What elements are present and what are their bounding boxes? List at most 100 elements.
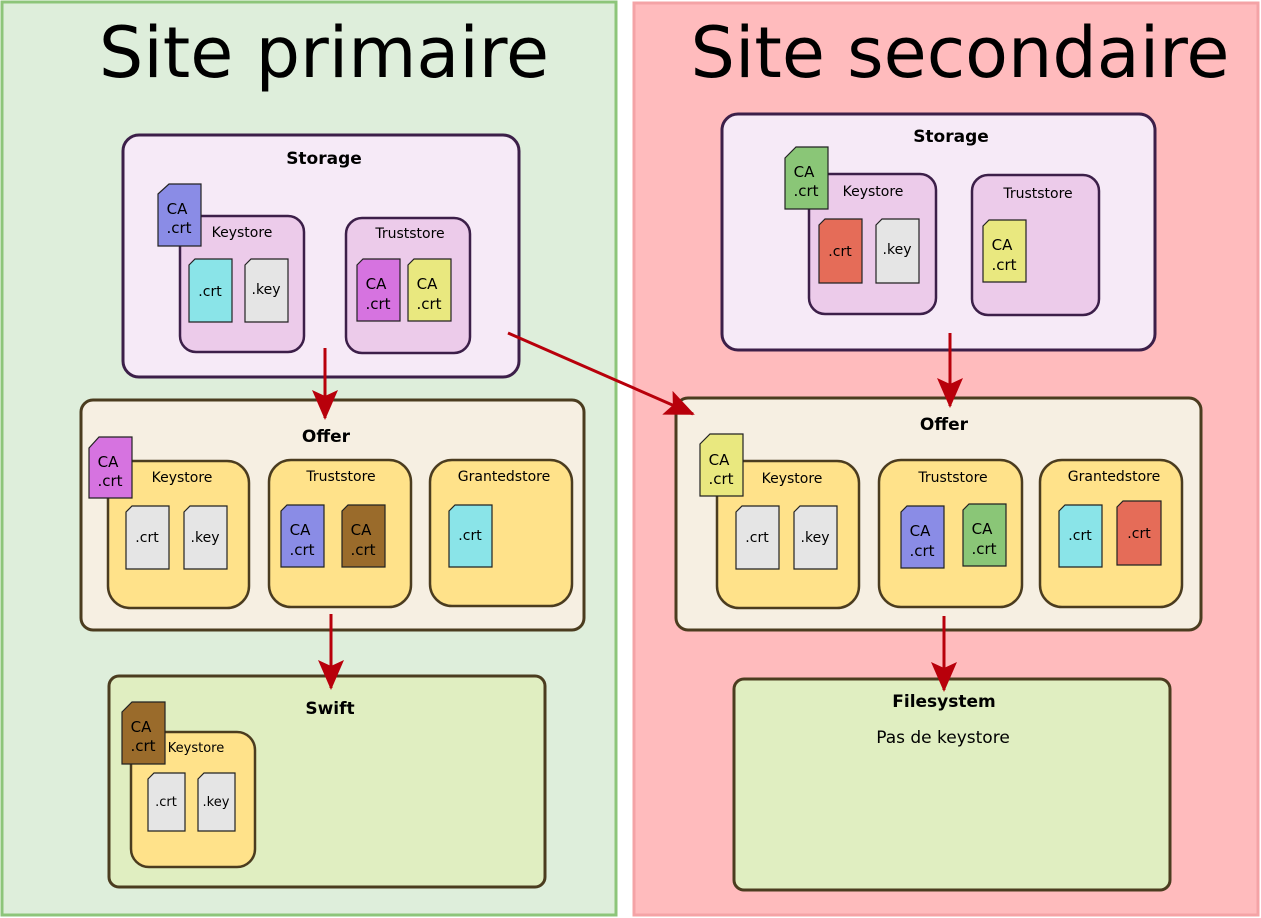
primary-offer-title: Offer xyxy=(302,427,351,447)
secondary-storage-truststore-title: Truststore xyxy=(1002,186,1072,202)
cert-label: .crt xyxy=(135,530,159,546)
granted-cert-icon xyxy=(1116,500,1162,566)
arrow-primary-storage-to-secondary-offer xyxy=(507,331,695,416)
primary-storage-keystore-key-label: .key xyxy=(252,282,281,298)
secondary-offer-truststore: Truststore CA .crt CA .crt xyxy=(877,458,1024,609)
primary-storage-keystore: Keystore .crt .key xyxy=(178,214,306,354)
primary-storage-ca-cert: CA .crt xyxy=(157,183,202,247)
secondary-offer-grantedstore: Grantedstore .crt .crt xyxy=(1038,458,1184,609)
secondary-filesystem-title: Filesystem xyxy=(892,692,996,712)
secondary-offer-box: Offer Keystore .crt .key CA .crt Trustst… xyxy=(674,396,1203,632)
primary-offer-ca-cert: CA .crt xyxy=(88,436,133,499)
ca-cert-label-top: CA xyxy=(709,451,730,469)
cert-label: .crt xyxy=(1127,526,1151,542)
ca-cert-icon xyxy=(699,433,744,497)
ca-cert-icon xyxy=(157,183,202,247)
truststore-cert-icon xyxy=(407,258,452,322)
key-icon xyxy=(875,218,920,284)
cert-label: .crt xyxy=(828,244,852,260)
primary-offer-truststore: Truststore CA .crt CA .crt xyxy=(267,458,413,609)
primary-offer-grantedstore: Grantedstore .crt xyxy=(428,458,574,608)
site-primary-title: Site primaire xyxy=(99,12,549,94)
primary-storage-keystore-title: Keystore xyxy=(212,225,273,241)
primary-storage-keystore-crt-label: .crt xyxy=(198,284,222,300)
ca-cert-label-top: CA xyxy=(98,453,119,471)
cert-icon xyxy=(735,505,780,570)
ca-cert-label-top: CA xyxy=(794,163,815,181)
primary-storage-box: Storage Keystore .crt .key CA .crt Trust… xyxy=(121,133,521,379)
cert-label-top: CA xyxy=(417,275,438,293)
primary-swift-box: Swift Keystore .crt .key CA .crt xyxy=(107,674,547,889)
primary-offer-keystore: Keystore .crt .key xyxy=(106,459,251,610)
secondary-offer-keystore: Keystore .crt .key xyxy=(715,459,861,610)
primary-offer-truststore-title: Truststore xyxy=(305,469,375,485)
truststore-cert-icon xyxy=(280,504,325,568)
primary-swift-keystore-title: Keystore xyxy=(168,741,224,756)
primary-swift-ca-cert: CA .crt xyxy=(121,701,166,765)
secondary-storage-title: Storage xyxy=(913,127,989,147)
ca-cert-icon xyxy=(121,701,166,765)
key-label: .key xyxy=(203,795,230,810)
cert-label-top: CA xyxy=(366,275,387,293)
granted-cert-icon xyxy=(1058,504,1103,568)
cert-icon xyxy=(147,772,186,832)
truststore-cert-icon xyxy=(962,503,1007,567)
truststore-cert-icon xyxy=(900,505,945,569)
cert-label: .crt xyxy=(745,530,769,546)
ca-cert-label-bottom: .crt xyxy=(166,219,191,237)
granted-cert-icon xyxy=(448,504,493,568)
secondary-filesystem-note: Pas de keystore xyxy=(876,728,1010,748)
ca-cert-label-top: CA xyxy=(167,200,188,218)
truststore-cert-icon xyxy=(356,258,401,322)
site-secondary-title: Site secondaire xyxy=(691,12,1230,94)
cert-label-bottom: .crt xyxy=(350,541,375,559)
cert-label: .crt xyxy=(155,795,177,810)
cert-label-bottom: .crt xyxy=(365,295,390,313)
cert-label-top: CA xyxy=(351,521,372,539)
cert-label-top: CA xyxy=(290,521,311,539)
secondary-storage-keystore-title: Keystore xyxy=(843,184,904,200)
secondary-offer-truststore-title: Truststore xyxy=(917,470,987,486)
secondary-storage-box: Storage Keystore .crt .key CA .crt Trust… xyxy=(720,112,1157,352)
ca-cert-label-bottom: .crt xyxy=(97,472,122,490)
cert-label-bottom: .crt xyxy=(416,295,441,313)
cert-label-bottom: .crt xyxy=(971,540,996,558)
primary-offer-keystore-title: Keystore xyxy=(152,470,213,486)
ca-cert-label-bottom: .crt xyxy=(793,182,818,200)
cert-label-bottom: .crt xyxy=(289,541,314,559)
ca-cert-icon xyxy=(784,146,829,210)
truststore-cert-icon xyxy=(982,219,1027,283)
primary-storage-keystore-key-icon xyxy=(244,258,289,323)
ca-cert-label-bottom: .crt xyxy=(130,737,155,755)
ca-cert-label-bottom: .crt xyxy=(708,470,733,488)
primary-storage-truststore: Truststore CA .crt CA .crt xyxy=(344,216,472,355)
cert-label-top: CA xyxy=(992,236,1013,254)
cert-label-bottom: .crt xyxy=(909,542,934,560)
primary-offer-box: Offer Keystore .crt .key CA .crt Trustst… xyxy=(79,398,586,632)
secondary-offer-keystore-title: Keystore xyxy=(762,471,823,487)
key-label: .key xyxy=(883,242,912,258)
cert-icon xyxy=(125,505,170,570)
key-icon xyxy=(793,505,838,570)
key-icon xyxy=(197,772,236,832)
primary-swift-title: Swift xyxy=(305,699,354,719)
primary-swift-keystore: Keystore .crt .key xyxy=(129,730,257,869)
secondary-offer-grantedstore-title: Grantedstore xyxy=(1068,469,1160,485)
secondary-offer-title: Offer xyxy=(920,415,969,435)
ca-cert-label-top: CA xyxy=(131,718,152,736)
cert-icon xyxy=(818,218,863,284)
secondary-offer-ca-cert: CA .crt xyxy=(699,433,744,497)
primary-storage-keystore-crt-icon xyxy=(188,258,233,323)
ca-cert-icon xyxy=(88,436,133,499)
key-icon xyxy=(183,505,228,570)
cert-label-bottom: .crt xyxy=(991,256,1016,274)
secondary-filesystem-box: Filesystem Pas de keystore xyxy=(732,677,1172,892)
primary-storage-title: Storage xyxy=(286,149,362,169)
key-label: .key xyxy=(801,530,830,546)
key-label: .key xyxy=(191,530,220,546)
truststore-cert-icon xyxy=(341,504,386,568)
secondary-storage-truststore: Truststore CA .crt xyxy=(970,173,1101,317)
secondary-storage-ca-cert: CA .crt xyxy=(784,146,829,210)
cert-label-top: CA xyxy=(972,520,993,538)
primary-offer-grantedstore-title: Grantedstore xyxy=(458,469,550,485)
